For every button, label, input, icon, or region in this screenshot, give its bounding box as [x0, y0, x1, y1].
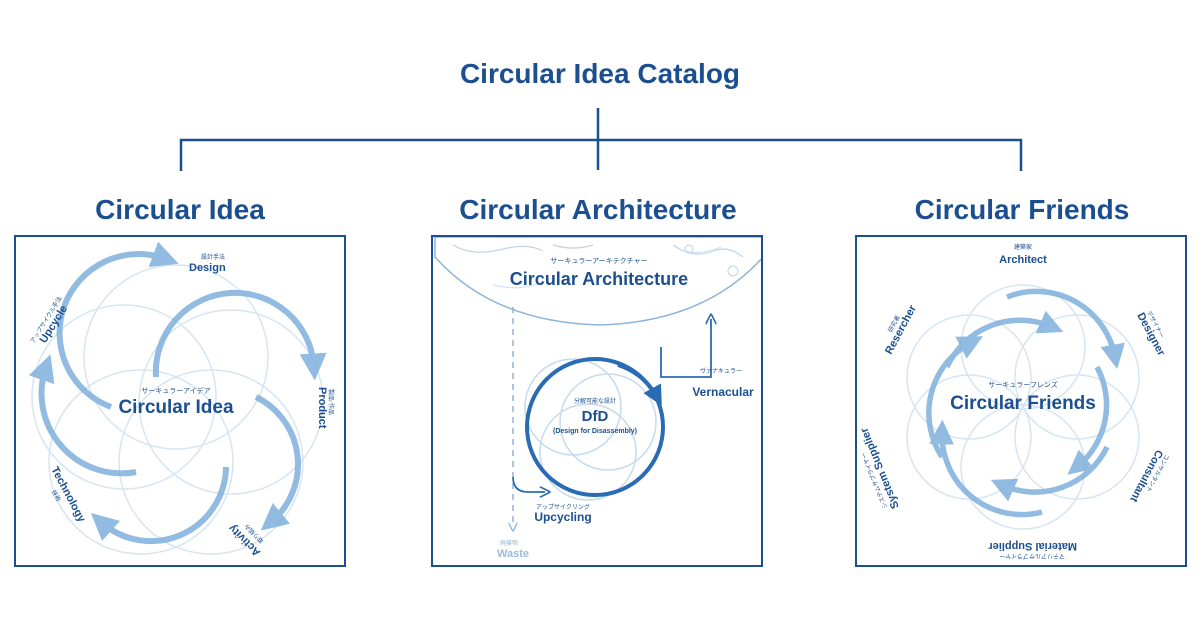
header-label: Circular Architecture [510, 269, 688, 289]
node-architect-label: Architect [999, 254, 1047, 266]
dfd-cycle [525, 357, 665, 497]
center-kana: サーキュラーフレンズ [988, 380, 1057, 389]
section-title-circular-friends: Circular Friends [914, 194, 1130, 225]
arrow-upcycle [28, 354, 137, 477]
vernacular-label: Vernacular [692, 385, 754, 399]
waste-label: Waste [497, 548, 529, 560]
circular-architecture-diagram: サーキュラーアーキテクチャー Circular Architecture ヴァナ… [434, 237, 761, 560]
node-product-label: Product [316, 387, 328, 429]
node-product-kana: 製品·作品 [327, 389, 335, 415]
center-kana: サーキュラーアイデア [141, 386, 210, 395]
vernacular-kana: ヴァナキュラー [700, 367, 742, 375]
circular-friends-diagram: サーキュラーフレンズ Circular Friends 建築家 Architec… [858, 243, 1171, 559]
waste-kana: 廃棄物 [500, 539, 518, 547]
circular-idea-diagram: サーキュラーアイデア Circular Idea 設計手法 Design Pro… [28, 241, 335, 558]
arrow-design [56, 241, 179, 410]
arrow-technology [90, 466, 229, 545]
circular-idea-panel: サーキュラーアイデア Circular Idea 設計手法 Design Pro… [14, 235, 346, 567]
arrow-system-supplier [929, 419, 1043, 518]
circular-architecture-panel: サーキュラーアーキテクチャー Circular Architecture ヴァナ… [431, 235, 763, 567]
catalog-title: Circular Idea Catalog [459, 58, 741, 89]
arrow-consultant [1067, 365, 1110, 475]
arrow-product [152, 289, 327, 381]
hierarchy-connector [179, 108, 1023, 171]
section-title-circular-idea: Circular Idea [95, 194, 265, 225]
header-kana: サーキュラーアーキテクチャー [550, 257, 647, 265]
node-design-kana: 設計手法 [201, 253, 225, 261]
node-architect-kana: 建築家 [1014, 243, 1032, 251]
dfd-sub-label: (Design for Disassembly) [553, 428, 637, 435]
node-material-supplier-label: Material Supplier [988, 540, 1077, 552]
center-label: Circular Friends [950, 393, 1096, 414]
globe-icon [434, 237, 761, 326]
upcycling-label: Upcycling [534, 510, 591, 524]
node-design-label: Design [189, 262, 226, 274]
arrow-material-supplier [990, 445, 1110, 502]
arrow-activity [254, 394, 301, 531]
dfd-kana: 分解可能な設計 [574, 397, 616, 405]
arrow-resercher [926, 336, 983, 459]
node-material-supplier-kana: マテリアルサプライヤー [999, 552, 1065, 559]
arrow-designer [1005, 288, 1125, 370]
circular-friends-panel: サーキュラーフレンズ Circular Friends 建築家 Architec… [855, 235, 1187, 567]
upcycling-kana: アップサイクリング [536, 503, 590, 511]
section-title-circular-architecture: Circular Architecture [459, 194, 737, 225]
center-label: Circular Idea [118, 397, 234, 418]
dfd-label: DfD [582, 408, 609, 425]
